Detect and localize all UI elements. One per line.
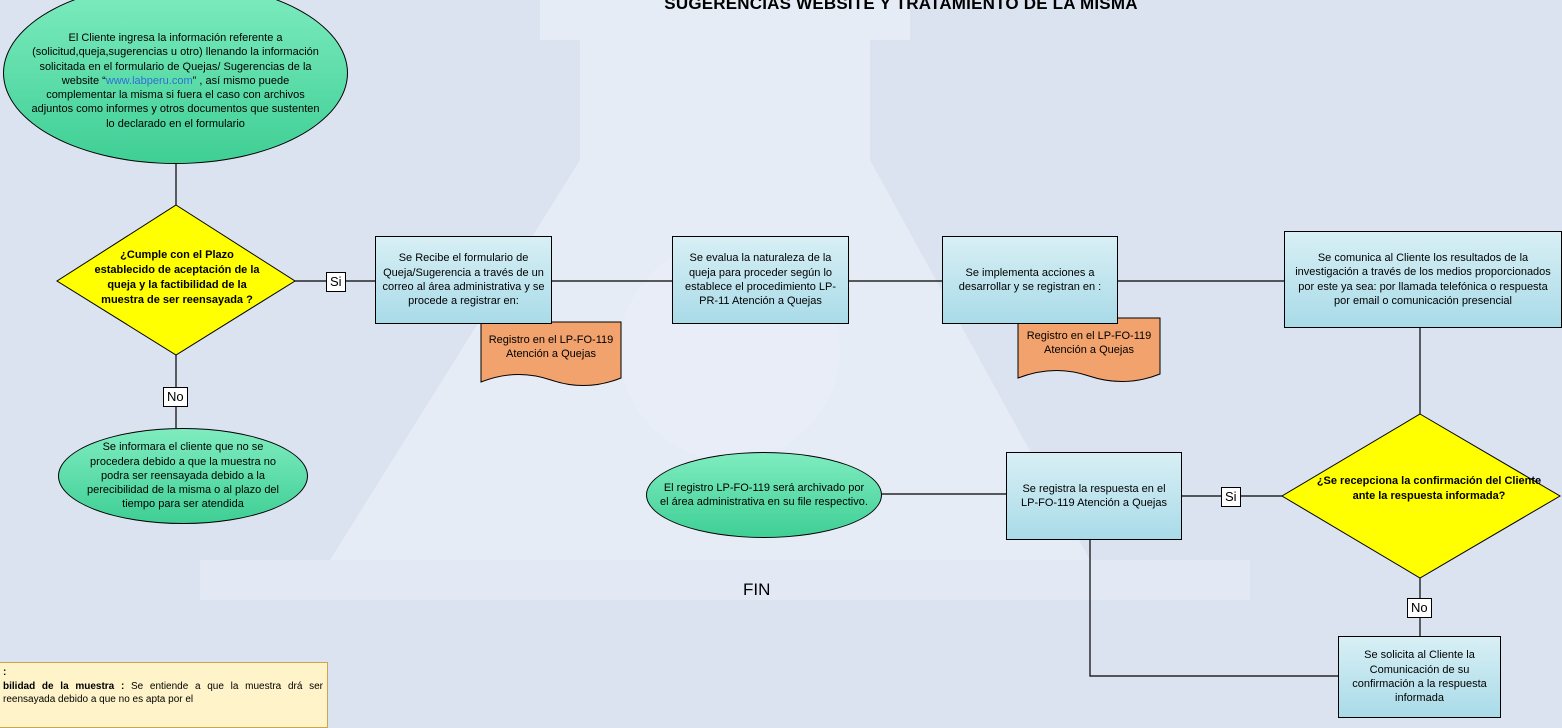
reject-text: Se informara el cliente que no se proced… bbox=[87, 441, 279, 511]
no-label-2: No bbox=[1407, 598, 1432, 618]
document-registro-2: Registro en el LP-FO-119 Atención a Quej… bbox=[1018, 318, 1160, 376]
start-text-part: ” , así mismo puede complementar la mism… bbox=[31, 74, 320, 130]
note-term: bilidad de la muestra : bbox=[3, 681, 125, 692]
website-link[interactable]: www.labperu.com bbox=[105, 74, 193, 87]
page-title: SUGERENCIAS WEBSITE Y TRATAMIENTO DE LA … bbox=[664, 0, 1138, 13]
process-request-confirmation: Se solicita al Cliente la Comunicación d… bbox=[1338, 636, 1501, 718]
decision-diamond-2 bbox=[1281, 413, 1561, 579]
process-evaluate: Se evalua la naturaleza de la queja para… bbox=[672, 236, 849, 324]
note-text: Se entiende a que la muestra drá ser ree… bbox=[3, 681, 323, 705]
process-communicate-results: Se comunica al Cliente los resultados de… bbox=[1284, 231, 1562, 328]
note-box: : bilidad de la muestra : Se entiende a … bbox=[0, 662, 328, 728]
document-shape-2 bbox=[1017, 317, 1161, 383]
process-register-response-text: Se registra la respuesta en el LP-FO-119… bbox=[1021, 482, 1167, 509]
start-text-part: El Cliente ingresa la información refere… bbox=[32, 31, 319, 87]
yes-label-2: Si bbox=[1221, 487, 1241, 507]
decision-1-text: ¿Cumple con el Plazo establecido de acep… bbox=[94, 249, 260, 306]
process-register-response: Se registra la respuesta en el LP-FO-119… bbox=[1006, 452, 1182, 540]
start-text: El Cliente ingresa la información refere… bbox=[30, 31, 321, 131]
note-head: : bbox=[3, 667, 7, 678]
start-oval: El Cliente ingresa la información refere… bbox=[3, 0, 348, 164]
process-request-confirmation-text: Se solicita al Cliente la Comunicación d… bbox=[1352, 649, 1487, 705]
document-registro-2-text: Registro en el LP-FO-119 Atención a Quej… bbox=[1026, 329, 1152, 356]
decision-diamond-1 bbox=[56, 204, 296, 356]
end-text: El registro LP-FO-119 será archivado por… bbox=[660, 481, 868, 508]
yes-label-1: Si bbox=[326, 272, 346, 292]
document-registro-1-text: Registro en el LP-FO-119 Atención a Quej… bbox=[488, 333, 614, 360]
process-receive-form: Se Recibe el formulario de Queja/Sugeren… bbox=[375, 236, 552, 324]
fin-label: FIN bbox=[743, 580, 771, 599]
process-receive-form-text: Se Recibe el formulario de Queja/Sugeren… bbox=[382, 252, 545, 308]
no-label-1: No bbox=[163, 387, 188, 407]
document-shape-1 bbox=[480, 321, 622, 387]
end-oval: El registro LP-FO-119 será archivado por… bbox=[646, 452, 882, 538]
process-implement-text: Se implementa acciones a desarrollar y s… bbox=[958, 266, 1102, 293]
reject-oval: Se informara el cliente que no se proced… bbox=[58, 428, 308, 524]
decision-2-text: ¿Se recepciona la confirmación del Clien… bbox=[1316, 475, 1542, 502]
process-evaluate-text: Se evalua la naturaleza de la queja para… bbox=[684, 252, 837, 308]
document-registro-1: Registro en el LP-FO-119 Atención a Quej… bbox=[481, 322, 621, 380]
process-communicate-results-text: Se comunica al Cliente los resultados de… bbox=[1295, 251, 1551, 307]
process-implement: Se implementa acciones a desarrollar y s… bbox=[942, 236, 1118, 324]
